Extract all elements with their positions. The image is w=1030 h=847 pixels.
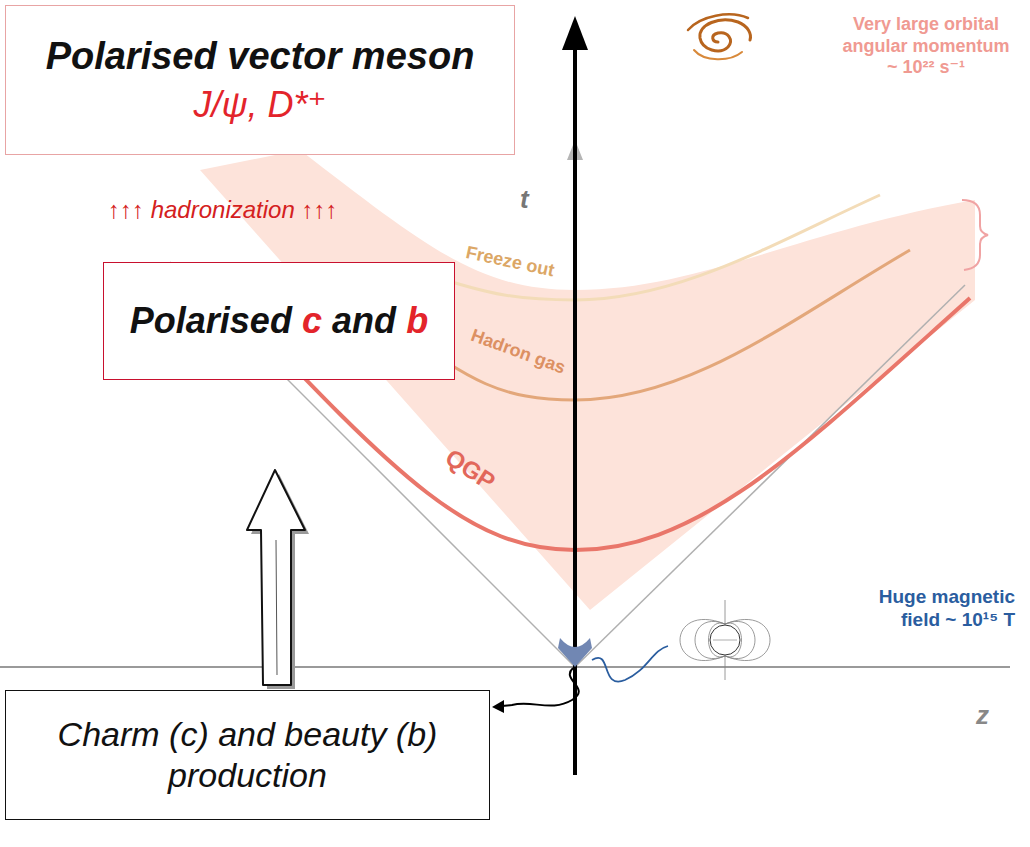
leader-squiggle	[592, 646, 668, 682]
axis-label: t	[520, 184, 529, 215]
label-text: Freeze out	[464, 242, 557, 282]
label-text: QGP	[440, 443, 500, 496]
field-line	[725, 600, 726, 624]
phase-label: QGP	[440, 443, 500, 496]
squiggle-arrow	[502, 668, 579, 706]
bracket	[962, 200, 988, 270]
dipole-equator	[713, 640, 737, 641]
swirl-stroke	[688, 14, 748, 30]
label-text: Huge magnetic field ~ 10¹⁵ T	[868, 586, 1015, 632]
box-text: J/ψ, D*⁺	[193, 83, 326, 126]
box-text: Polarised vector meson	[46, 34, 475, 80]
box-text: and	[332, 299, 396, 342]
freeze-out-curve	[430, 195, 880, 300]
label-text: z	[976, 700, 989, 731]
swirl-stroke	[694, 50, 742, 59]
qgp-curve	[230, 298, 970, 550]
hollow-arrow	[247, 470, 305, 685]
collision-region	[558, 638, 592, 667]
field-line	[725, 656, 726, 680]
meson-box: Polarised vector mesonJ/ψ, D*⁺	[5, 5, 515, 155]
hadron-gas-curve	[400, 250, 910, 400]
magnetic-field-note: Huge magnetic field ~ 10¹⁵ T	[868, 586, 1015, 632]
z-axis	[0, 666, 1010, 668]
production-box: Charm (c) and beauty (b) production	[5, 690, 490, 820]
phase-label: Hadron gas	[468, 325, 568, 379]
box-text: Charm (c) and beauty (b) production	[28, 714, 468, 796]
hollow-arrow-hatch	[276, 540, 277, 675]
axis-label: z	[976, 700, 989, 731]
label-text: Very large orbital angular momentum ~ 10…	[836, 14, 1016, 79]
time-arrow-head	[562, 16, 588, 50]
quark-box: Polarisedcandb	[103, 262, 455, 380]
text-group: Charm (c) and beauty (b) production	[28, 714, 468, 796]
squiggle-arrow-head	[492, 700, 504, 713]
box-text: c	[302, 299, 322, 342]
dipole-sphere	[710, 625, 740, 655]
box-text: Polarised	[130, 299, 292, 342]
text-group: Polarised vector mesonJ/ψ, D*⁺	[46, 34, 475, 127]
phase-label: Freeze out	[464, 242, 557, 282]
text-group: Polarisedcandb	[130, 299, 428, 342]
hadronization-note: ↑↑↑ hadronization ↑↑↑	[108, 196, 337, 225]
label-text: ↑↑↑ hadronization ↑↑↑	[108, 196, 337, 225]
dipole-field	[680, 600, 770, 680]
label-text: Hadron gas	[468, 325, 568, 379]
label-text: t	[520, 184, 529, 215]
swirl-stroke	[700, 20, 751, 51]
box-text: b	[406, 299, 428, 342]
angular-momentum-note: Very large orbital angular momentum ~ 10…	[836, 14, 1016, 79]
swirl-icon	[688, 14, 751, 59]
